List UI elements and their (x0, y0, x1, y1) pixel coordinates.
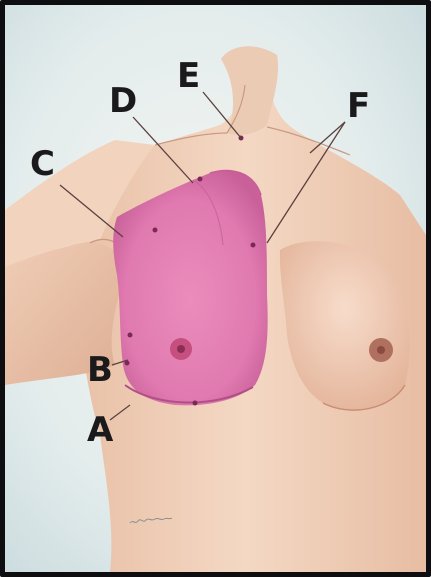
label-e: E (177, 56, 200, 96)
label-d: D (109, 81, 137, 121)
anatomical-illustration: A B C D E F (5, 5, 426, 572)
label-b: B (87, 350, 113, 390)
label-f: F (347, 86, 370, 126)
label-a: A (87, 410, 114, 450)
label-c: C (30, 144, 55, 184)
